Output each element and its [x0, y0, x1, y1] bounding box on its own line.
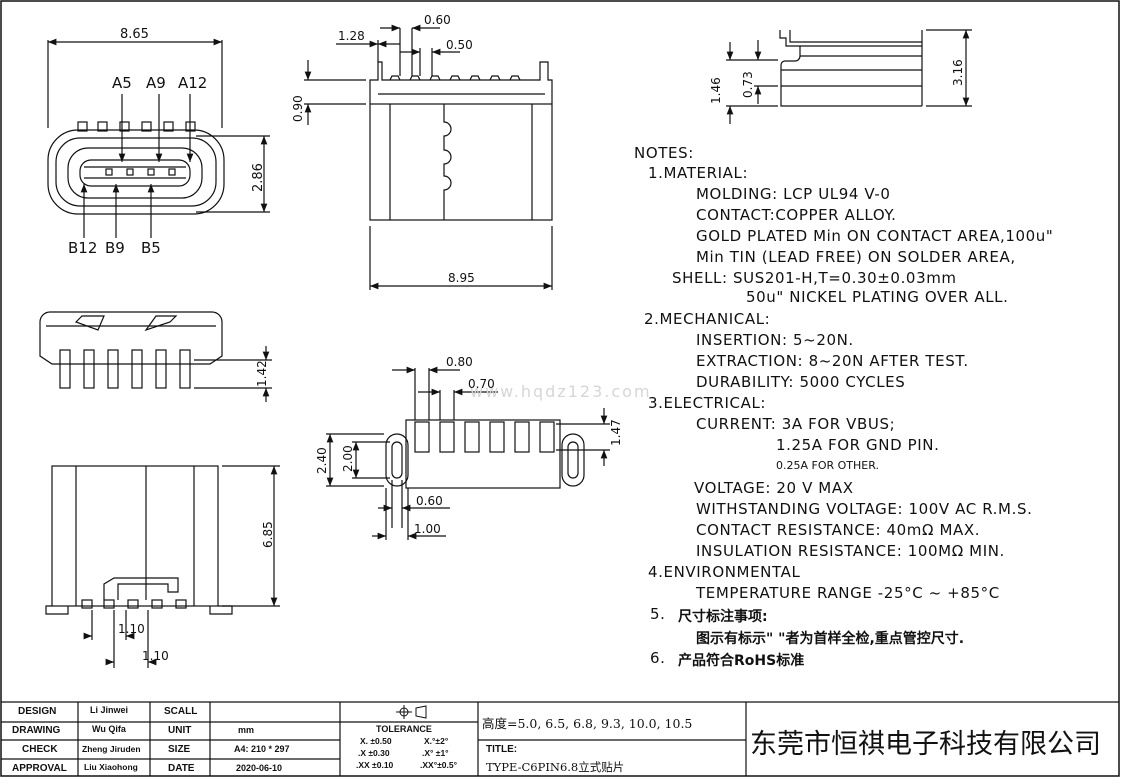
- check-name: Zheng Jiruden: [82, 744, 141, 754]
- notes-section-5: 5.: [650, 605, 666, 623]
- unit-value: mm: [238, 725, 255, 735]
- approval-name: Liu Xiaohong: [84, 762, 138, 772]
- dim-142: 1.42: [255, 360, 269, 387]
- note-line: 50u" NICKEL PLATING OVER ALL.: [746, 288, 1009, 306]
- dim-110-b: 1.10: [142, 649, 169, 663]
- dim-316: 3.16: [951, 59, 965, 86]
- note-line: 产品符合RoHS标准: [678, 653, 805, 669]
- note-line: TEMPERATURE RANGE -25°C ~ +85°C: [696, 584, 1000, 602]
- tolerance-angle-x: X.°±2°: [424, 736, 449, 746]
- dim-top-width: 8.65: [120, 27, 149, 42]
- dim-090: 0.90: [291, 95, 305, 122]
- dim-height-286: 2.86: [251, 163, 266, 192]
- note-line: CONTACT RESISTANCE: 40mΩ MAX.: [696, 521, 981, 539]
- title-block-grid: [1, 701, 1119, 776]
- notes-section-electrical: 3.ELECTRICAL:: [648, 394, 767, 412]
- dim-110-a: 1.10: [118, 622, 145, 636]
- note-line: VOLTAGE: 20 V MAX: [694, 479, 854, 497]
- scall-label: SCALL: [164, 706, 198, 717]
- note-line: INSULATION RESISTANCE: 100MΩ MIN.: [696, 542, 1005, 560]
- check-label: CHECK: [22, 744, 58, 755]
- note-line: 1.25A FOR GND PIN.: [776, 436, 940, 454]
- notes-section-material: 1.MATERIAL:: [648, 164, 749, 182]
- drawing-name: Wu Qifa: [92, 724, 126, 734]
- watermark: www.hqdz123.com: [470, 382, 652, 401]
- tolerance-label: TOLERANCE: [376, 724, 432, 734]
- dim-685: 6.85: [261, 521, 275, 548]
- dim-060-top: 0.60: [424, 13, 451, 27]
- approval-label: APPROVAL: [12, 763, 67, 774]
- pin-label-b9: B9: [105, 239, 125, 257]
- note-line: INSERTION: 5~20N.: [696, 331, 854, 349]
- dim-050: 0.50: [446, 38, 473, 52]
- dim-147: 1.47: [609, 419, 623, 446]
- note-line: Min TIN (LEAD FREE) ON SOLDER AREA,: [696, 248, 1016, 266]
- pin-label-a12: A12: [178, 74, 207, 92]
- dim-200: 2.00: [341, 445, 355, 472]
- pin-label-a5: A5: [112, 74, 132, 92]
- note-line: GOLD PLATED Min ON CONTACT AREA,100u": [696, 227, 1054, 245]
- dim-073: 0.73: [741, 71, 755, 98]
- note-line: CURRENT: 3A FOR VBUS;: [696, 415, 896, 433]
- size-label: SIZE: [168, 744, 191, 755]
- dim-070: 0.70: [468, 377, 495, 391]
- drawing-label: DRAWING: [12, 725, 61, 736]
- design-label: DESIGN: [18, 706, 57, 717]
- note-line: WITHSTANDING VOLTAGE: 100V AC R.M.S.: [696, 500, 1033, 518]
- note-line: DURABILITY: 5000 CYCLES: [696, 373, 906, 391]
- note-line: CONTACT:COPPER ALLOY.: [696, 206, 897, 224]
- note-line: EXTRACTION: 8~20N AFTER TEST.: [696, 352, 969, 370]
- side-profile: [726, 29, 972, 124]
- side-view: [304, 24, 553, 290]
- pin-label-a9: A9: [146, 74, 166, 92]
- note-line: SHELL: SUS201-H,T=0.30±0.03mm: [672, 269, 957, 287]
- dim-146: 1.46: [709, 77, 723, 104]
- pin-label-b12: B12: [68, 239, 97, 257]
- date-label: DATE: [168, 763, 195, 774]
- dim-128: 1.28: [338, 29, 365, 43]
- pin-label-b5: B5: [141, 239, 161, 257]
- note-line: 尺寸标注事项:: [678, 609, 768, 625]
- dim-240: 2.40: [315, 447, 329, 474]
- back-view: [45, 465, 280, 668]
- note-line: 图示有标示" "者为首样全检,重点管控尺寸.: [696, 631, 965, 647]
- notes-header: NOTES:: [634, 144, 694, 162]
- tolerance-angle-dot-x: .X° ±1°: [422, 748, 449, 758]
- bottom-view: [39, 311, 272, 402]
- notes-section-environmental: 4.ENVIRONMENTAL: [648, 563, 801, 581]
- dim-100: 1.00: [414, 522, 441, 536]
- unit-label: UNIT: [168, 725, 192, 736]
- date-value: 2020-06-10: [236, 763, 283, 773]
- tolerance-x: X. ±0.50: [360, 736, 392, 746]
- pcb-footprint: [326, 366, 610, 540]
- dim-060-bottom: 0.60: [416, 494, 443, 508]
- dim-895: 8.95: [448, 271, 475, 285]
- heights-note: 高度=5.0, 6.5, 6.8, 9.3, 10.0, 10.5: [482, 716, 693, 731]
- tolerance-dot-x: .X ±0.30: [358, 748, 390, 758]
- front-view: [47, 38, 270, 238]
- note-line: 0.25A FOR OTHER.: [776, 459, 879, 472]
- dim-080: 0.80: [446, 355, 473, 369]
- notes-section-6: 6.: [650, 649, 666, 667]
- size-value: A4: 210 * 297: [234, 744, 290, 754]
- notes-section-mechanical: 2.MECHANICAL:: [644, 310, 771, 328]
- note-line: MOLDING: LCP UL94 V-0: [696, 185, 891, 203]
- title-label: TITLE:: [486, 744, 518, 755]
- title-value: TYPE-C6PIN6.8立式贴片: [486, 760, 625, 774]
- tolerance-angle-dot-xx: .XX°±0.5°: [420, 760, 457, 770]
- projection-symbol: [396, 705, 427, 719]
- tolerance-dot-xx: .XX ±0.10: [356, 760, 394, 770]
- company-name: 东莞市恒祺电子科技有限公司: [750, 729, 1101, 760]
- design-name: Li Jinwei: [90, 705, 129, 715]
